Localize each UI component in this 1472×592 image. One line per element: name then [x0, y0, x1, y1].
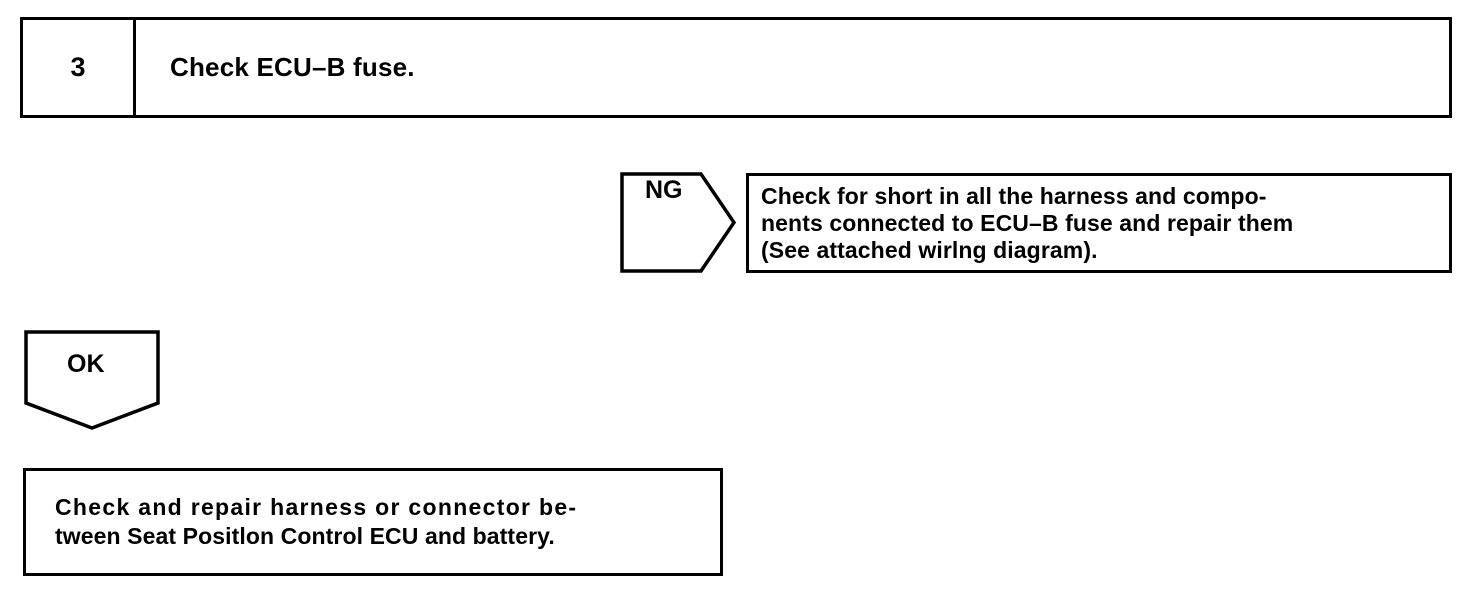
ng-result-line: nents connected to ECU–B fuse and repair…: [761, 209, 1294, 236]
ok-arrow-icon: [24, 330, 160, 430]
final-action-line: tween Seat Positlon Control ECU and batt…: [55, 523, 555, 549]
step-instruction: Check ECU–B fuse.: [170, 52, 415, 82]
ng-result-box: Check for short in all the harness and c…: [746, 173, 1452, 273]
ok-connector-label: OK: [67, 350, 105, 378]
final-action-box: Check and repair harness or connector be…: [23, 468, 723, 576]
step-number-cell: 3: [23, 20, 136, 115]
step-number: 3: [70, 52, 86, 82]
ng-connector-label: NG: [645, 176, 683, 204]
step-box: 3 Check ECU–B fuse.: [20, 17, 1452, 118]
ng-result-line: (See attached wirlng diagram).: [761, 236, 1098, 263]
ng-arrow-icon: [620, 172, 736, 273]
step-instruction-cell: Check ECU–B fuse.: [139, 20, 1449, 115]
final-action-line: Check and repair harness or connector be…: [55, 494, 578, 520]
ng-result-line: Check for short in all the harness and c…: [761, 182, 1267, 209]
